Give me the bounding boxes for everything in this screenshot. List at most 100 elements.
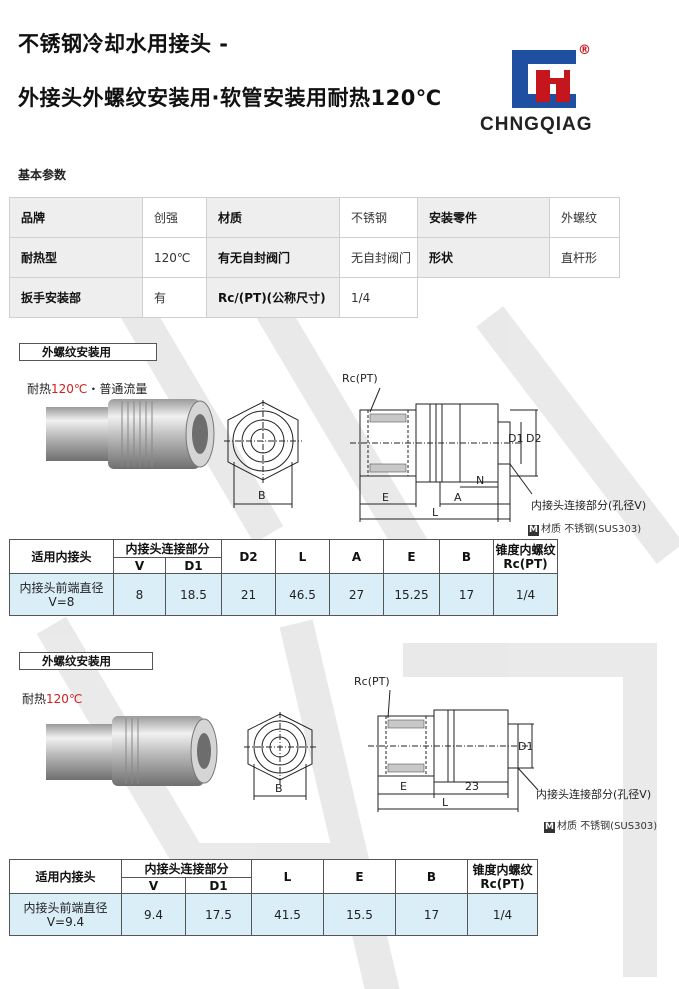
col-rc: 锥度内螺纹 Rc(PT) xyxy=(493,539,558,574)
annotation-prefix: 耐热 xyxy=(22,692,47,706)
brand-logo-icon xyxy=(512,50,576,108)
dim-e: E xyxy=(382,491,389,504)
param-value: 不锈钢 xyxy=(339,197,418,238)
col-b: B xyxy=(439,539,494,574)
connection-label-1: 内接头连接部分(孔径V) xyxy=(531,499,647,512)
row-name-line1: 内接头前端直径 xyxy=(23,900,108,915)
col-group: 内接头连接部分 xyxy=(113,539,222,558)
param-value: 无自封阀门 xyxy=(339,237,418,278)
params-row: 耐热型 120℃ 有无自封阀门 无自封阀门 形状 直杆形 xyxy=(9,237,620,278)
dim-rc: Rc(PT) xyxy=(342,372,378,385)
col-v: V xyxy=(113,557,166,574)
row-name-line1: 内接头前端直径 xyxy=(19,580,104,595)
cell-d1: 17.5 xyxy=(185,893,252,936)
col-rc-line1: 锥度内螺纹 xyxy=(472,862,533,877)
dim-a: A xyxy=(454,491,462,504)
dim-n: N xyxy=(476,474,484,487)
cell-rc: 1/4 xyxy=(467,893,538,936)
spec-table-2: 适用内接头 内接头连接部分 L E B 锥度内螺纹 Rc(PT) V D1 内接… xyxy=(9,859,538,936)
cell-apply: 内接头前端直径 V=9.4 xyxy=(9,893,122,936)
col-b: B xyxy=(395,859,468,894)
end-view-drawing-2: B xyxy=(244,712,316,800)
params-row: 品牌 创强 材质 不锈钢 安装零件 外螺纹 xyxy=(9,197,620,238)
col-group: 内接头连接部分 xyxy=(121,859,252,878)
dim-b: B xyxy=(275,782,283,795)
annotation-temp: 120℃ xyxy=(51,382,88,396)
cell-e: 15.25 xyxy=(383,573,440,616)
col-v: V xyxy=(121,877,186,894)
param-key: 品牌 xyxy=(9,197,143,238)
material-icon: M xyxy=(528,525,539,536)
basic-params-table: 品牌 创强 材质 不锈钢 安装零件 外螺纹 耐热型 120℃ 有无自封阀门 无自… xyxy=(9,197,620,318)
annotation-prefix: 耐热 xyxy=(27,382,52,396)
dim-d1: D1 xyxy=(518,740,533,753)
page-title-line1: 不锈钢冷却水用接头 - xyxy=(18,32,229,56)
dim-d1: D1 xyxy=(508,432,523,445)
section1-annotation: 耐热120℃・普通流量 xyxy=(27,380,147,397)
material-prefix: 材质 xyxy=(557,821,577,832)
col-rc-line1: 锥度内螺纹 xyxy=(495,542,556,557)
coupler-photo-1 xyxy=(46,399,215,469)
section2-annotation: 耐热120℃ xyxy=(22,690,82,707)
end-view-drawing-1: B xyxy=(224,400,302,508)
section1-tag: 外螺纹安装用 xyxy=(19,343,157,361)
side-view-drawing-2: Rc(PT) D1 E 23 L xyxy=(354,675,539,812)
cell-b: 17 xyxy=(439,573,494,616)
registered-mark: ® xyxy=(578,43,591,58)
col-d1: D1 xyxy=(165,557,222,574)
dim-b: B xyxy=(258,489,266,502)
param-value: 120℃ xyxy=(142,237,207,278)
cell-l: 41.5 xyxy=(251,893,324,936)
col-l: L xyxy=(251,859,324,894)
col-d2: D2 xyxy=(221,539,276,574)
material-icon: M xyxy=(544,822,555,833)
coupler-photo-2 xyxy=(46,716,218,786)
col-rc: 锥度内螺纹 Rc(PT) xyxy=(467,859,538,894)
cell-d2: 21 xyxy=(221,573,276,616)
col-rc-line2: Rc(PT) xyxy=(503,556,548,571)
param-key: 材质 xyxy=(206,197,340,238)
param-key: 形状 xyxy=(417,237,550,278)
dim-d2: D2 xyxy=(526,432,541,445)
annotation-temp: 120℃ xyxy=(46,692,83,706)
param-value: 直杆形 xyxy=(549,237,620,278)
col-apply: 适用内接头 xyxy=(9,859,122,894)
param-key: 有无自封阀门 xyxy=(206,237,340,278)
col-d1: D1 xyxy=(185,877,252,894)
dim-l: L xyxy=(432,506,439,519)
table-header-row: 适用内接头 内接头连接部分 D2 L A E B 锥度内螺纹 Rc(PT) xyxy=(9,539,558,574)
material-value: 不锈钢(SUS303) xyxy=(580,821,658,832)
col-apply: 适用内接头 xyxy=(9,539,114,574)
col-l: L xyxy=(275,539,330,574)
cell-d1: 18.5 xyxy=(165,573,222,616)
param-key: 耐热型 xyxy=(9,237,143,278)
dim-23: 23 xyxy=(465,780,479,793)
annotation-suffix: ・普通流量 xyxy=(87,382,148,396)
param-key: 扳手安装部 xyxy=(9,277,143,318)
cell-apply: 内接头前端直径 V=8 xyxy=(9,573,114,616)
material-value: 不锈钢(SUS303) xyxy=(564,524,642,535)
param-value: 1/4 xyxy=(339,277,418,318)
basic-params-label: 基本参数 xyxy=(18,168,67,182)
page-title-line2: 外接头外螺纹安装用·软管安装用耐热120℃ xyxy=(18,86,442,110)
cell-l: 46.5 xyxy=(275,573,330,616)
dim-l: L xyxy=(442,796,449,809)
param-key: Rc/(PT)(公称尺寸) xyxy=(206,277,340,318)
cell-a: 27 xyxy=(329,573,384,616)
spec-table-1: 适用内接头 内接头连接部分 D2 L A E B 锥度内螺纹 Rc(PT) V … xyxy=(9,539,558,616)
section2-tag: 外螺纹安装用 xyxy=(19,652,153,670)
param-value: 创强 xyxy=(142,197,207,238)
cell-rc: 1/4 xyxy=(493,573,558,616)
table-header-row: 适用内接头 内接头连接部分 L E B 锥度内螺纹 Rc(PT) xyxy=(9,859,538,894)
cell-b: 17 xyxy=(395,893,468,936)
table-row: 内接头前端直径 V=8 8 18.5 21 46.5 27 15.25 17 1… xyxy=(9,573,558,616)
cell-e: 15.5 xyxy=(323,893,396,936)
dim-rc: Rc(PT) xyxy=(354,675,390,688)
param-value: 外螺纹 xyxy=(549,197,620,238)
table-header-row: V D1 xyxy=(10,877,538,894)
material-prefix: 材质 xyxy=(541,524,561,535)
table-row: 内接头前端直径 V=9.4 9.4 17.5 41.5 15.5 17 1/4 xyxy=(9,893,538,936)
side-view-drawing-1: Rc(PT) D1 D2 E N A L xyxy=(342,372,541,522)
